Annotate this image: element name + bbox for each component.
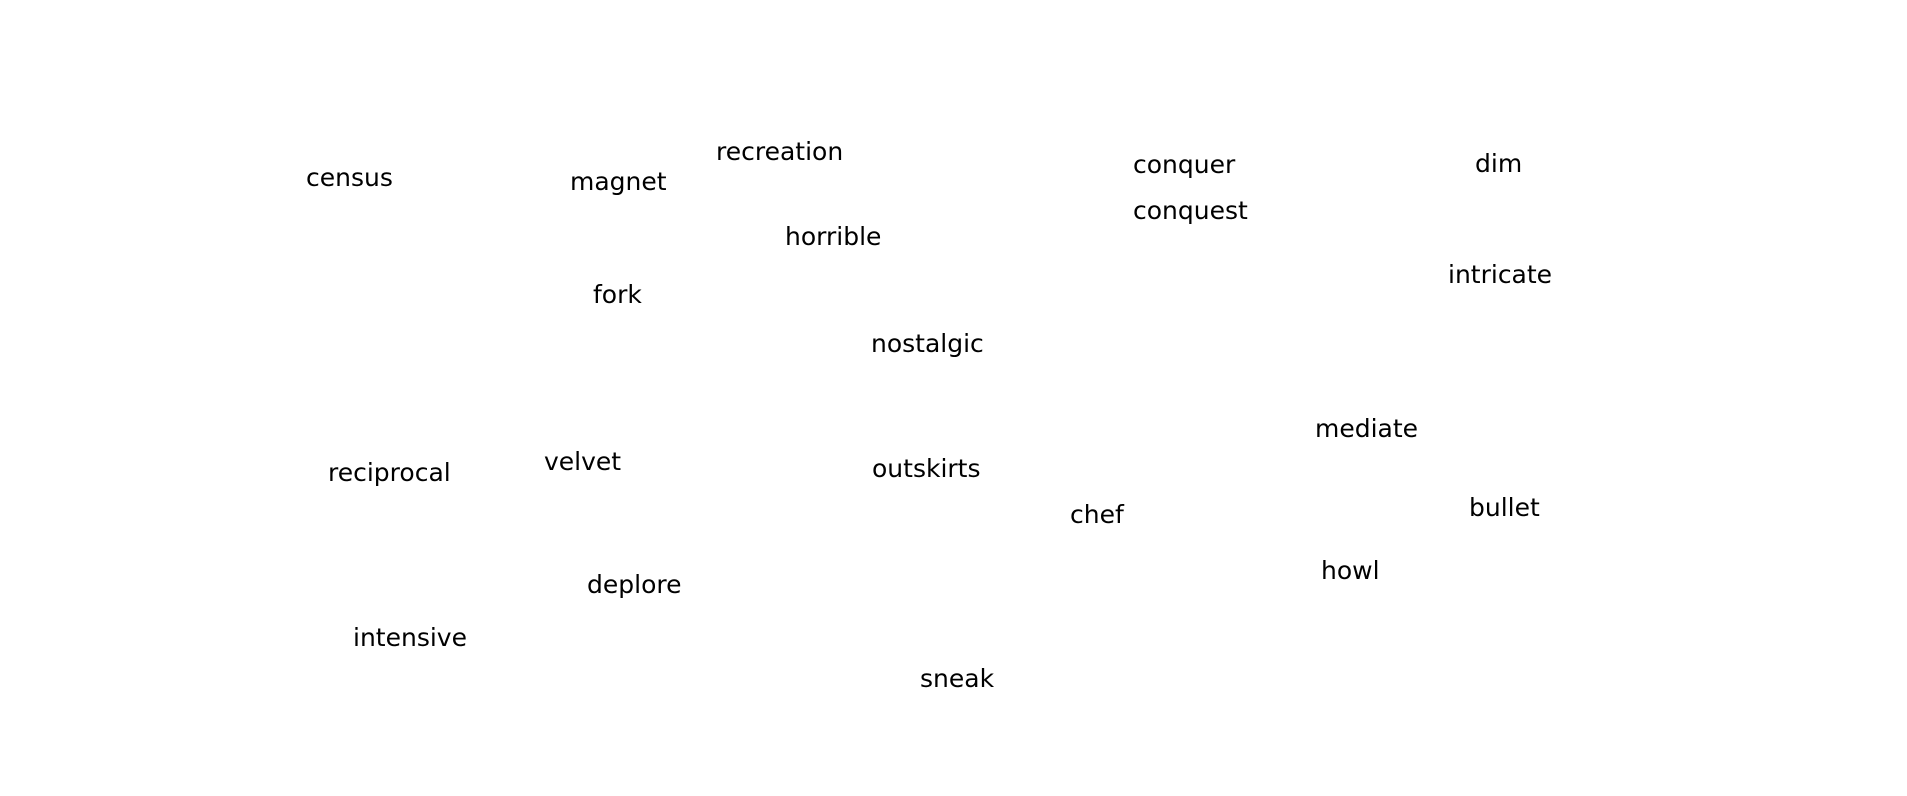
word-horrible: horrible (785, 222, 882, 251)
word-recreation: recreation (716, 137, 844, 166)
word-intricate: intricate (1448, 260, 1553, 289)
word-conquer: conquer (1133, 150, 1236, 179)
word-intensive: intensive (353, 623, 467, 652)
word-velvet: velvet (544, 447, 622, 476)
word-nostalgic: nostalgic (871, 329, 984, 358)
word-sneak: sneak (920, 664, 995, 693)
word-deplore: deplore (587, 570, 682, 599)
word-dim: dim (1475, 149, 1523, 178)
word-census: census (306, 163, 393, 192)
word-reciprocal: reciprocal (328, 458, 451, 487)
word-mediate: mediate (1315, 414, 1419, 443)
word-magnet: magnet (570, 167, 667, 196)
word-conquest: conquest (1133, 196, 1248, 225)
word-howl: howl (1321, 556, 1380, 585)
word-chef: chef (1070, 500, 1124, 529)
word-bullet: bullet (1469, 493, 1540, 522)
word-outskirts: outskirts (872, 454, 981, 483)
word-fork: fork (593, 280, 642, 309)
